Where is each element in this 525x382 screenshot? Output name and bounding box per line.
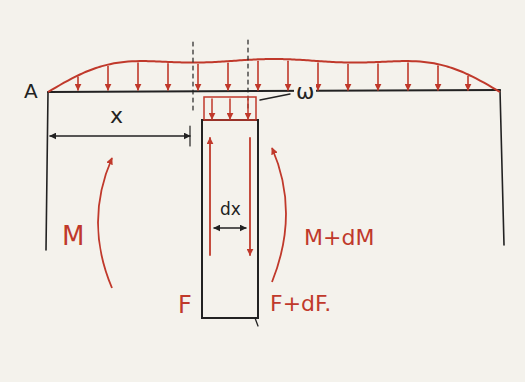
section-mark bbox=[247, 40, 248, 108]
beam-line bbox=[48, 90, 500, 92]
moment-arrow bbox=[98, 158, 112, 288]
force-label: F+dF. bbox=[268, 292, 333, 316]
load-curve bbox=[48, 59, 500, 92]
load-arrow bbox=[107, 67, 109, 90]
moment-label: M bbox=[60, 222, 86, 251]
load-arrow bbox=[137, 63, 139, 90]
support-line bbox=[46, 92, 48, 250]
section-mark bbox=[192, 42, 193, 112]
load-arrow bbox=[247, 99, 249, 119]
load-arrow bbox=[257, 61, 259, 90]
load-arrow bbox=[77, 77, 79, 90]
dimension-tick bbox=[189, 126, 190, 146]
load-arrow bbox=[167, 64, 169, 90]
load-arrow bbox=[229, 99, 231, 119]
shear-arrow bbox=[209, 138, 211, 255]
load-arrow bbox=[317, 63, 319, 90]
load-label: ω bbox=[294, 80, 316, 104]
dimension-line bbox=[214, 227, 246, 228]
load-arrow bbox=[227, 63, 229, 90]
dimension-label: x bbox=[108, 104, 125, 128]
load-arrow bbox=[407, 63, 409, 90]
moment-label: M+dM bbox=[302, 226, 376, 250]
leader-line bbox=[260, 94, 290, 100]
load-arrow bbox=[211, 99, 213, 119]
load-arrow bbox=[377, 64, 379, 90]
shear-arrow bbox=[249, 138, 251, 255]
beam-element bbox=[202, 120, 258, 318]
support-line bbox=[500, 90, 504, 245]
load-arrow bbox=[347, 65, 349, 90]
load-arrow bbox=[467, 76, 469, 90]
corner-mark bbox=[255, 318, 258, 326]
load-arrow bbox=[197, 65, 199, 90]
dimension-line bbox=[50, 135, 190, 137]
dimension-label: dx bbox=[218, 200, 243, 219]
point-label: A bbox=[22, 80, 40, 102]
element-load bbox=[204, 97, 256, 120]
force-label: F bbox=[176, 292, 194, 318]
load-arrow bbox=[287, 61, 289, 90]
load-arrow bbox=[437, 66, 439, 90]
moment-arrow bbox=[272, 148, 286, 282]
